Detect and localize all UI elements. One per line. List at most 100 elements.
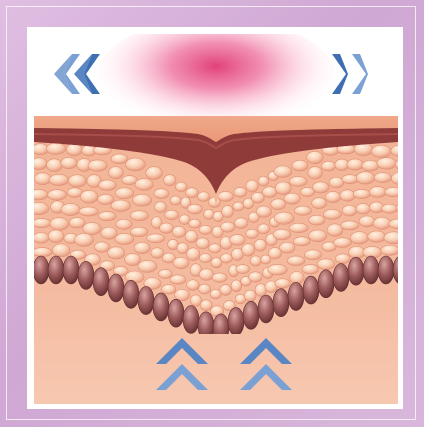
skin-cell <box>234 187 247 197</box>
skin-cell <box>359 216 375 227</box>
skin-cell <box>368 231 386 242</box>
skin-cell <box>309 230 327 242</box>
skin-cell <box>293 237 310 246</box>
skin-cell <box>48 230 64 243</box>
basal-cell <box>288 282 304 310</box>
skin-cell <box>340 190 355 201</box>
skin-cell <box>312 182 329 193</box>
skin-cell <box>115 188 134 199</box>
skin-cell <box>146 167 163 180</box>
basal-cell <box>153 293 169 321</box>
skin-cell <box>231 280 242 292</box>
skin-cell <box>274 212 294 224</box>
skin-cell <box>52 244 70 257</box>
skin-cell <box>353 189 370 198</box>
skin-cell <box>250 256 261 266</box>
skin-cell <box>135 179 153 191</box>
skin-cell <box>83 222 101 234</box>
skin-cell <box>236 265 250 274</box>
skin-cell <box>204 209 214 219</box>
skin-cell <box>334 238 352 248</box>
skin-cell <box>274 166 292 178</box>
skin-cell <box>163 175 176 186</box>
skin-cell <box>381 245 398 255</box>
basal-cell <box>318 270 334 298</box>
skin-cell <box>46 143 65 154</box>
basal-cell <box>273 289 289 317</box>
basal-cell <box>63 256 79 284</box>
skin-cell <box>200 300 212 311</box>
skin-cell <box>268 264 288 275</box>
skin-cell <box>50 218 69 231</box>
skin-cell <box>108 247 125 259</box>
skin-cell <box>262 187 277 198</box>
basal-cell <box>348 257 364 285</box>
skin-cell <box>273 229 291 240</box>
skin-cell <box>34 248 52 257</box>
skin-cell <box>234 218 248 229</box>
basal-cell <box>303 276 319 304</box>
skin-cell <box>233 202 244 211</box>
skin-cell <box>101 227 117 239</box>
skin-cell <box>323 210 341 220</box>
basal-cell <box>168 299 184 327</box>
skin-cell <box>290 271 304 283</box>
skin-cell <box>80 190 98 203</box>
skin-cell <box>34 158 47 170</box>
skin-cell <box>342 205 357 216</box>
skin-cell <box>199 253 211 262</box>
skin-cell <box>251 192 264 203</box>
skin-cell <box>342 175 358 184</box>
skin-cell <box>369 187 386 198</box>
basal-cell <box>48 256 64 284</box>
skin-cell <box>99 180 117 191</box>
skin-cell <box>186 188 199 198</box>
skin-cell <box>147 234 165 243</box>
skin-cell <box>284 193 300 204</box>
skin-cell <box>74 233 93 246</box>
skin-cell <box>151 248 164 259</box>
skin-cell <box>116 219 132 229</box>
skin-cell <box>160 223 174 233</box>
skin-cell <box>108 167 123 179</box>
basal-cell <box>228 308 244 336</box>
skin-cell <box>244 290 256 301</box>
skin-cell <box>173 257 189 268</box>
skin-cell <box>373 217 390 229</box>
skin-cell <box>115 233 134 244</box>
skin-cell <box>341 221 359 230</box>
skin-cell <box>111 154 128 164</box>
skin-cell <box>130 211 148 221</box>
skin-cell <box>385 187 398 196</box>
skin-cell <box>321 161 335 171</box>
basal-cell <box>108 274 124 302</box>
skin-cell <box>161 284 175 294</box>
skin-cell <box>199 225 212 234</box>
skin-cell <box>154 189 169 199</box>
skin-cell <box>170 275 186 284</box>
skin-cell <box>246 229 259 238</box>
skin-cell <box>61 203 80 215</box>
skin-cell <box>199 269 213 281</box>
skin-cell <box>289 223 308 232</box>
skin-cell <box>185 230 197 242</box>
skin-cell <box>292 160 308 171</box>
skin-cell <box>34 218 51 227</box>
skin-cell <box>212 273 227 282</box>
skin-cell <box>246 180 258 192</box>
skin-cell <box>187 204 202 214</box>
skin-cell <box>125 253 141 265</box>
skin-cell <box>242 244 255 257</box>
skin-cell <box>187 280 200 291</box>
skin-cell <box>94 242 109 252</box>
skin-cell <box>230 234 246 245</box>
skin-cell <box>258 224 270 234</box>
skin-cell <box>370 202 384 213</box>
skin-cell <box>349 246 365 258</box>
skin-cell <box>138 260 157 272</box>
basal-cell <box>183 306 199 334</box>
skin-cell <box>220 222 234 232</box>
skin-cell <box>48 190 67 201</box>
skin-cell <box>198 284 210 294</box>
skin-cell <box>49 174 68 185</box>
